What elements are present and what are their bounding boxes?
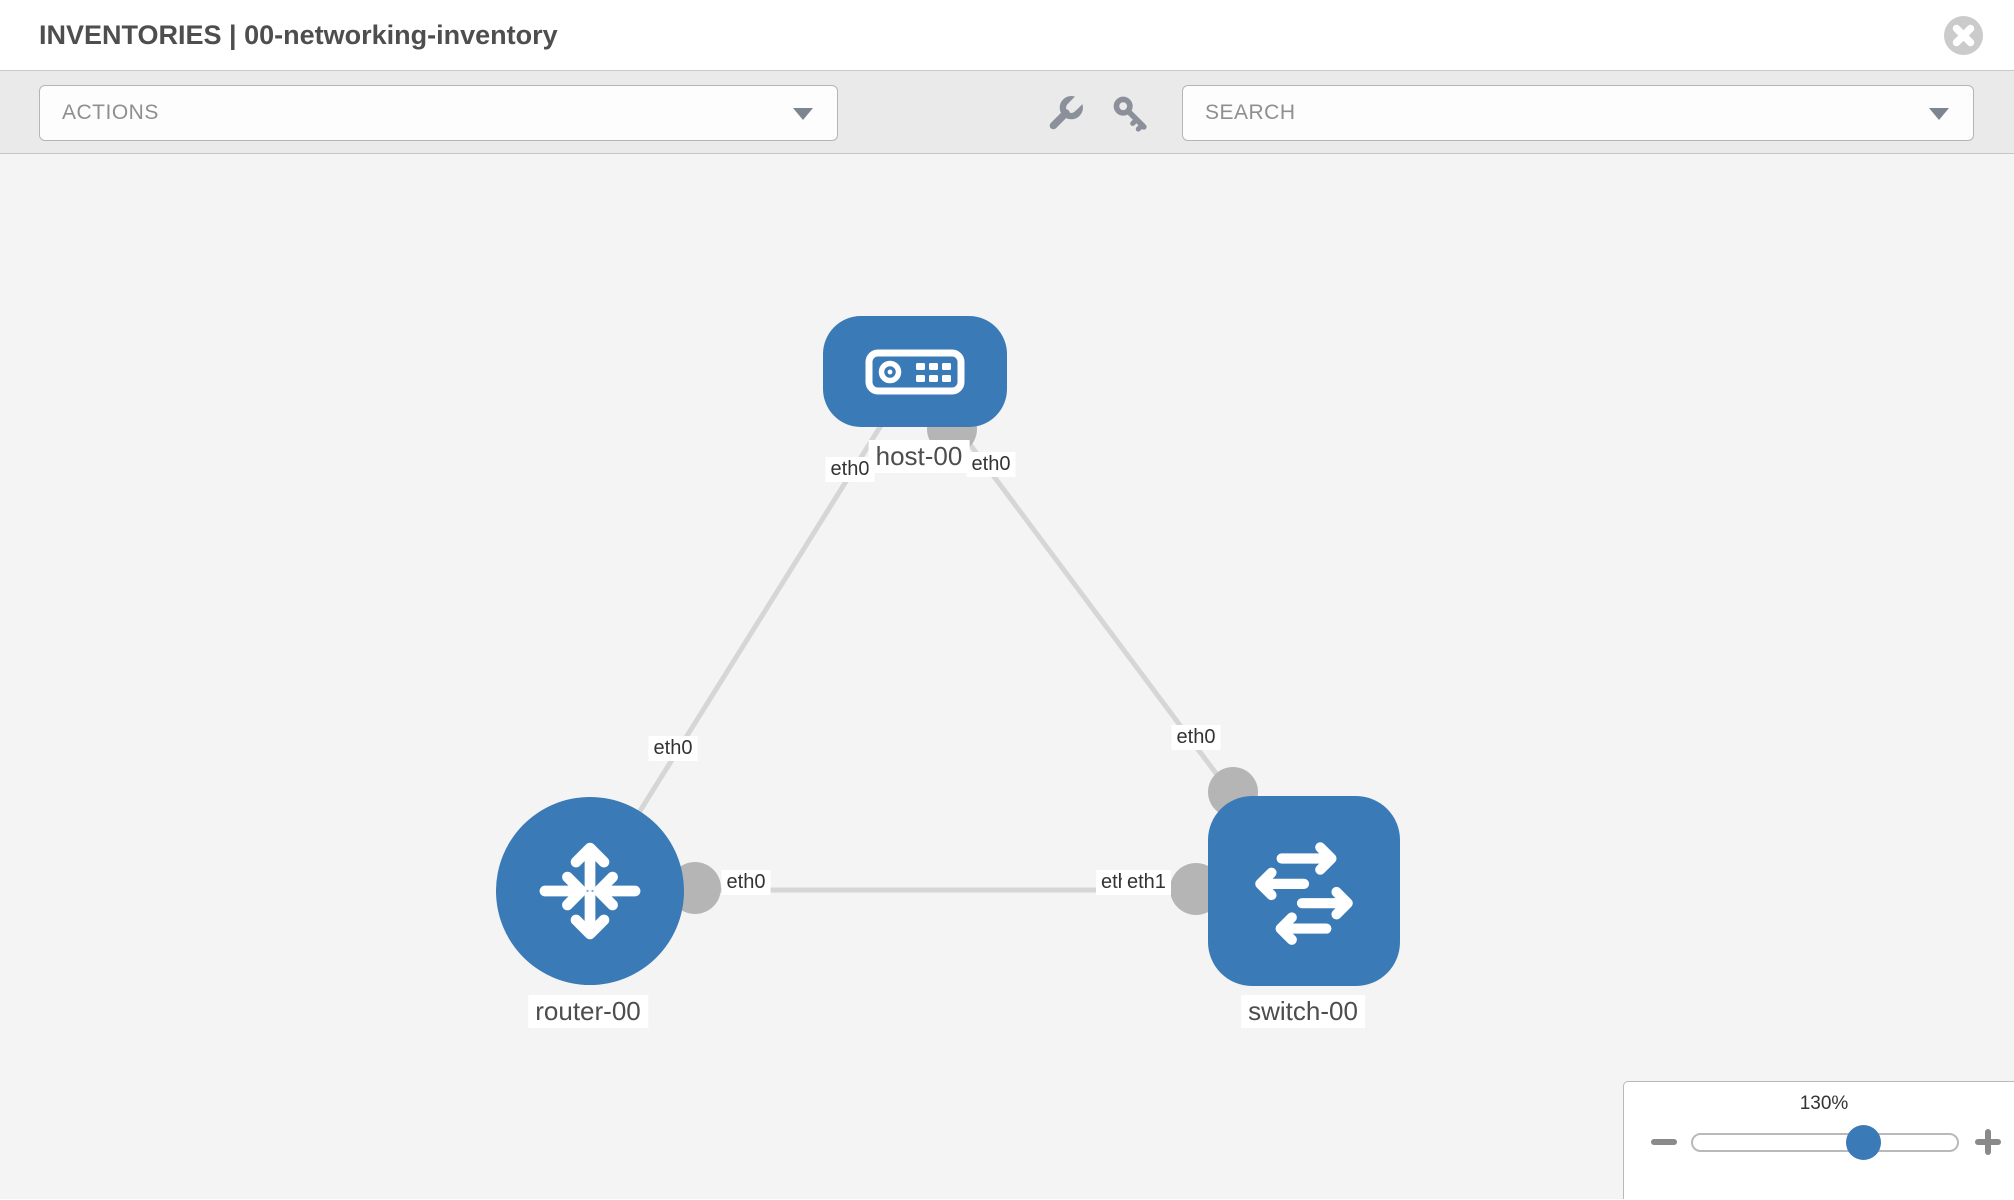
chevron-down-icon [1929, 108, 1949, 120]
chevron-down-icon [793, 108, 813, 120]
node-router-00[interactable] [496, 797, 684, 985]
interface-label-switch-eth1-lan: eth1 [1122, 870, 1171, 895]
node-label-host-00: host-00 [868, 440, 970, 473]
topology-canvas[interactable]: host-00 router-00 switch-00 eth0 eth0 et… [0, 154, 2014, 1199]
interface-label-host-eth0-left: eth0 [825, 457, 875, 482]
node-switch-00[interactable] [1208, 796, 1400, 986]
credentials-button[interactable] [1112, 95, 1150, 133]
search-dropdown[interactable]: SEARCH [1182, 85, 1974, 141]
links-layer [587, 369, 1307, 915]
interface-label-router-eth0-uplink: eth0 [648, 736, 698, 761]
close-button[interactable] [1944, 16, 1983, 55]
key-icon [1113, 96, 1147, 132]
interface-label-router-eth0-lan: eth0 [721, 870, 771, 895]
zoom-level-value: 130% [1799, 1093, 1849, 1114]
zoom-in-button[interactable] [1975, 1129, 2001, 1155]
node-label-router-00: router-00 [528, 995, 648, 1028]
zoom-out-button[interactable] [1651, 1139, 1677, 1145]
close-icon [1944, 16, 1983, 55]
router-icon [539, 842, 641, 940]
toolbar: ACTIONS SEARCH [0, 71, 2014, 154]
actions-dropdown[interactable]: ACTIONS [39, 85, 838, 141]
host-icon [865, 349, 965, 394]
wrench-icon [1049, 92, 1087, 130]
zoom-slider-track[interactable] [1691, 1133, 1959, 1152]
interface-label-host-eth0-right: eth0 [966, 452, 1016, 477]
breadcrumb-header: INVENTORIES | 00-networking-inventory [0, 0, 2014, 71]
switch-icon [1255, 842, 1353, 945]
node-host-00[interactable] [823, 316, 1007, 427]
zoom-control-panel: 130% [1623, 1081, 2014, 1199]
configure-button[interactable] [1046, 92, 1087, 133]
interface-label-switch-eth0-uplink: eth0 [1171, 725, 1221, 750]
zoom-slider-handle[interactable] [1846, 1125, 1881, 1160]
page-title: INVENTORIES | 00-networking-inventory [39, 20, 558, 50]
actions-dropdown-label: ACTIONS [62, 101, 159, 124]
search-dropdown-label: SEARCH [1205, 101, 1296, 124]
node-label-switch-00: switch-00 [1241, 995, 1365, 1028]
